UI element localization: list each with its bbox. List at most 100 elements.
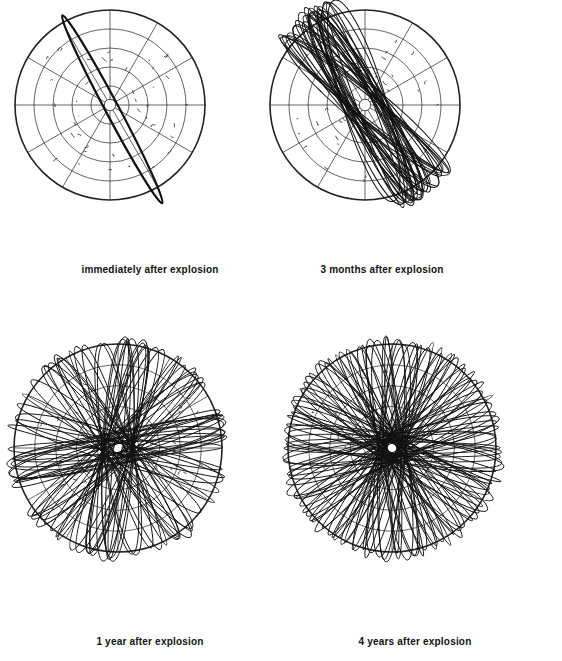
coastline [171,468,173,470]
orbit-ellipse [280,24,450,184]
coastline [340,120,343,122]
orbit-ellipse [273,28,454,180]
orbit-ellipse [312,0,417,208]
coastline [365,176,366,178]
orbit-track [308,362,472,538]
meridian-line [368,23,413,100]
coastline [424,80,426,84]
meridian-line [63,110,108,187]
coastline [166,76,169,79]
coastline [370,496,371,498]
coastline [54,103,56,106]
orbit-ellipse [15,407,227,487]
meridian-line [318,110,363,187]
orbit-ellipse [286,3,439,200]
orbit-track [278,27,450,182]
coastline [164,56,166,58]
orbit-track [313,0,414,207]
orbit-track [14,414,226,482]
orbit-ellipse [65,342,172,554]
orbit-ellipse [294,2,437,209]
orbit-ellipse [306,4,426,209]
orbit-track [286,406,503,489]
meridian-line [115,58,192,103]
coastline [395,40,397,43]
coastline [418,90,420,92]
coastline [152,167,154,169]
orbit-track [282,426,496,470]
orbit-ellipse [53,353,183,543]
coastline [179,411,181,414]
meridian-line [15,105,104,106]
orbit-ellipse [283,403,499,494]
orbit-track [307,0,422,212]
coastline [436,104,438,106]
orbit-ellipse [296,2,428,199]
orbit-ellipse [278,27,450,182]
orbit-ellipse [282,426,496,470]
orbit-track [32,357,203,538]
orbit-track [312,0,417,208]
orbit-ellipse [14,414,226,482]
coastline [364,179,365,182]
coastline [363,449,365,452]
orbit-track [11,403,227,495]
orbit-ellipse [56,12,168,206]
orbit-track [65,342,172,554]
coastline [78,164,80,165]
orbit-track [306,2,422,204]
coastline [392,75,393,78]
orbit-track [285,414,498,482]
orbit-ellipse [328,351,459,540]
meridian-line [113,110,158,187]
orbit-ellipse [297,6,437,208]
coastline [298,133,300,134]
coastline [61,48,63,51]
meridian-line [110,111,111,200]
coastline [149,60,150,62]
pole-mark [359,99,370,110]
coastline [102,58,106,62]
orbit-track [281,391,497,506]
orbit-track [30,364,208,530]
coastline [382,57,386,60]
coastline [152,68,154,69]
orbit-ellipse [307,4,425,209]
meridian-line [28,58,105,103]
coastline [86,81,89,84]
coastline [151,125,156,127]
orbit-track [294,392,495,503]
coastline [325,108,328,110]
coastline [83,151,86,153]
coastline [137,108,140,112]
orbit-ellipse [28,364,204,536]
orbit-ellipse [313,0,414,207]
meridian-line [113,23,158,100]
coastline [54,158,58,161]
coastline [125,67,127,71]
orbit-ellipse [280,13,452,200]
coastline [46,57,48,59]
coastline [337,143,339,145]
coastline [174,123,176,127]
orbit-track [280,13,452,200]
orbit-track [328,351,459,540]
coastline [173,442,176,444]
coastline [85,145,89,148]
coastline [58,47,61,51]
orbit-track [293,3,437,208]
coastline [77,134,80,136]
orbit-ellipse [293,3,437,208]
coastline [87,58,91,60]
coastline [146,117,148,120]
orbit-track [306,4,426,209]
coastline [132,90,134,94]
coastline [112,155,114,157]
coastline [297,118,299,120]
globe-outline [15,10,205,200]
orbit-track [275,27,450,179]
orbit-ellipse [30,364,208,530]
orbit-track [328,350,457,544]
meridian-line [116,105,205,106]
